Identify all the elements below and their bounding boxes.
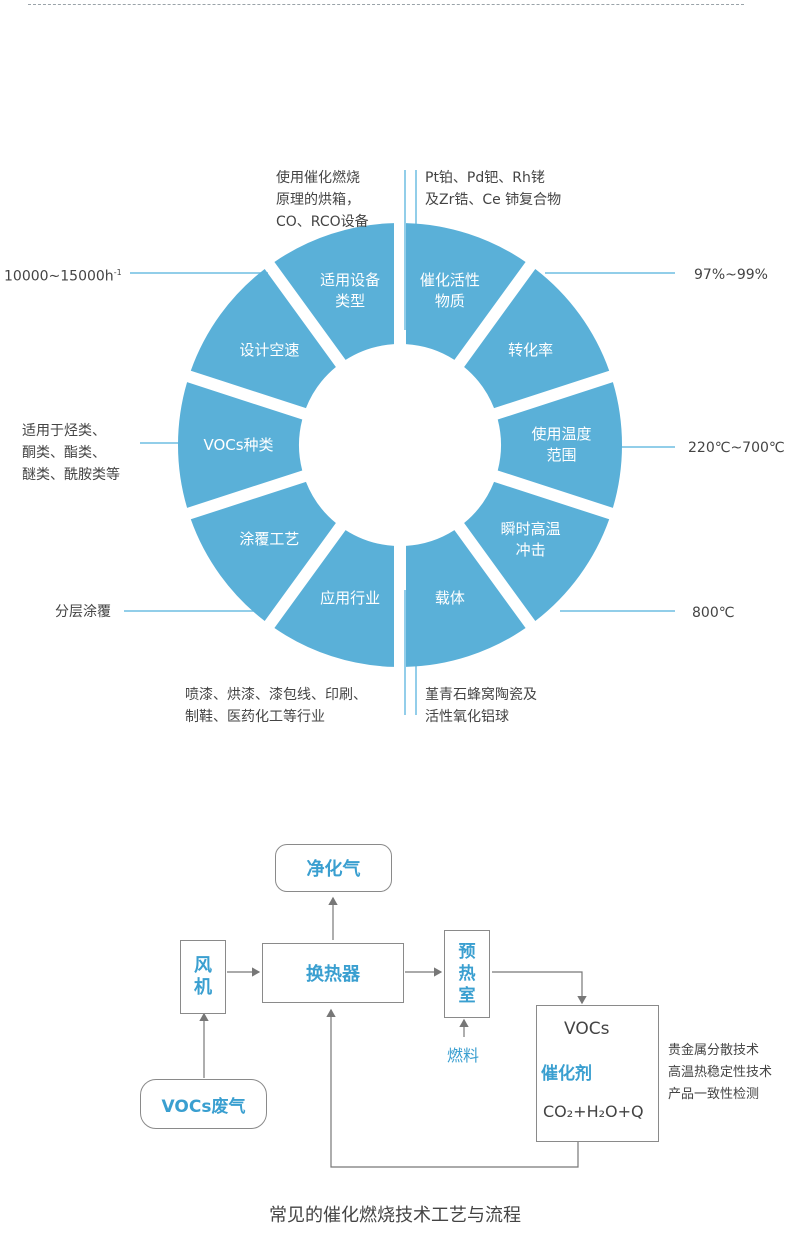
wheel-segment-label: 使用温度范围 (531, 425, 592, 464)
wheel-segment-label: 载体 (434, 589, 465, 608)
tech-notes: 贵金属分散技术 高温热稳定性技术 产品一致性检测 (668, 1043, 773, 1102)
reactor-output-label: CO₂+H₂O+Q (543, 1102, 644, 1121)
arrow-reactor-return (326, 1008, 579, 1168)
label-conversion-rate: 97%~99% (694, 267, 768, 283)
wheel-segment-label: 催化活性物质 (419, 271, 480, 311)
label-carrier: 堇青石蜂窝陶瓷及 活性氧化铝球 (425, 687, 537, 725)
fan-box: 风机 (180, 940, 226, 1014)
wheel-segment-label: VOCs种类 (203, 435, 274, 454)
label-temperature-range: 220℃~700℃ (688, 440, 785, 456)
label-industry: 喷漆、烘漆、漆包线、印刷、 制鞋、医药化工等行业 (185, 687, 367, 725)
wheel-segment (190, 481, 336, 622)
label-catalyst-material: Pt铂、Pd钯、Rh铑 及Zr锆、Ce 铈复合物 (425, 170, 562, 208)
process-flow-connectors (199, 896, 605, 1168)
label-voc-types: 适用于烃类、 酮类、酯类、 醚类、酰胺类等 (22, 423, 120, 483)
preheat-chamber-box: 预热室 (444, 930, 490, 1018)
catalytic-reactor-box: VOCs 催化剂 CO₂+H₂O+Q (536, 1005, 659, 1142)
wheel-segment (405, 530, 526, 667)
wheel-segment (177, 382, 303, 508)
wheel-segment-label: 应用行业 (320, 589, 381, 608)
fuel-label: 燃料 (447, 1046, 480, 1065)
wheel-segment (497, 382, 623, 508)
wheel-segment-label: 涂覆工艺 (239, 530, 300, 549)
wheel-segment (464, 481, 610, 622)
wheel-segment (464, 268, 610, 409)
catalyst-wheel-diagram (124, 170, 675, 715)
wheel-segment-label: 转化率 (508, 340, 554, 359)
label-coating: 分层涂覆 (55, 604, 111, 620)
wheel-segment (405, 223, 526, 360)
wheel-segment-label: 适用设备类型 (320, 271, 381, 311)
wheel-segment-label: 设计空速 (239, 340, 300, 359)
diagram-caption: 常见的催化燃烧技术工艺与流程 (269, 1205, 521, 1226)
top-dashed-divider (28, 4, 744, 5)
catalyst-label: 催化剂 (541, 1064, 592, 1084)
label-equipment: 使用催化燃烧 原理的烘箱， CO、RCO设备 (276, 170, 369, 230)
label-space-velocity: 10000~15000h-1 (4, 268, 122, 285)
purified-gas-box: 净化气 (275, 844, 392, 892)
wheel-segment (274, 530, 395, 667)
arrow-preheat-to-reactor (492, 971, 587, 1005)
reactor-input-label: VOCs (564, 1019, 610, 1039)
wheel-segment-label: 瞬时高温冲击 (500, 519, 561, 559)
label-thermal-shock: 800℃ (692, 605, 735, 621)
wheel-segment (190, 268, 336, 409)
wheel-segment (274, 223, 395, 360)
voc-waste-box: VOCs废气 (140, 1079, 267, 1129)
heat-exchanger-box: 换热器 (262, 943, 404, 1003)
